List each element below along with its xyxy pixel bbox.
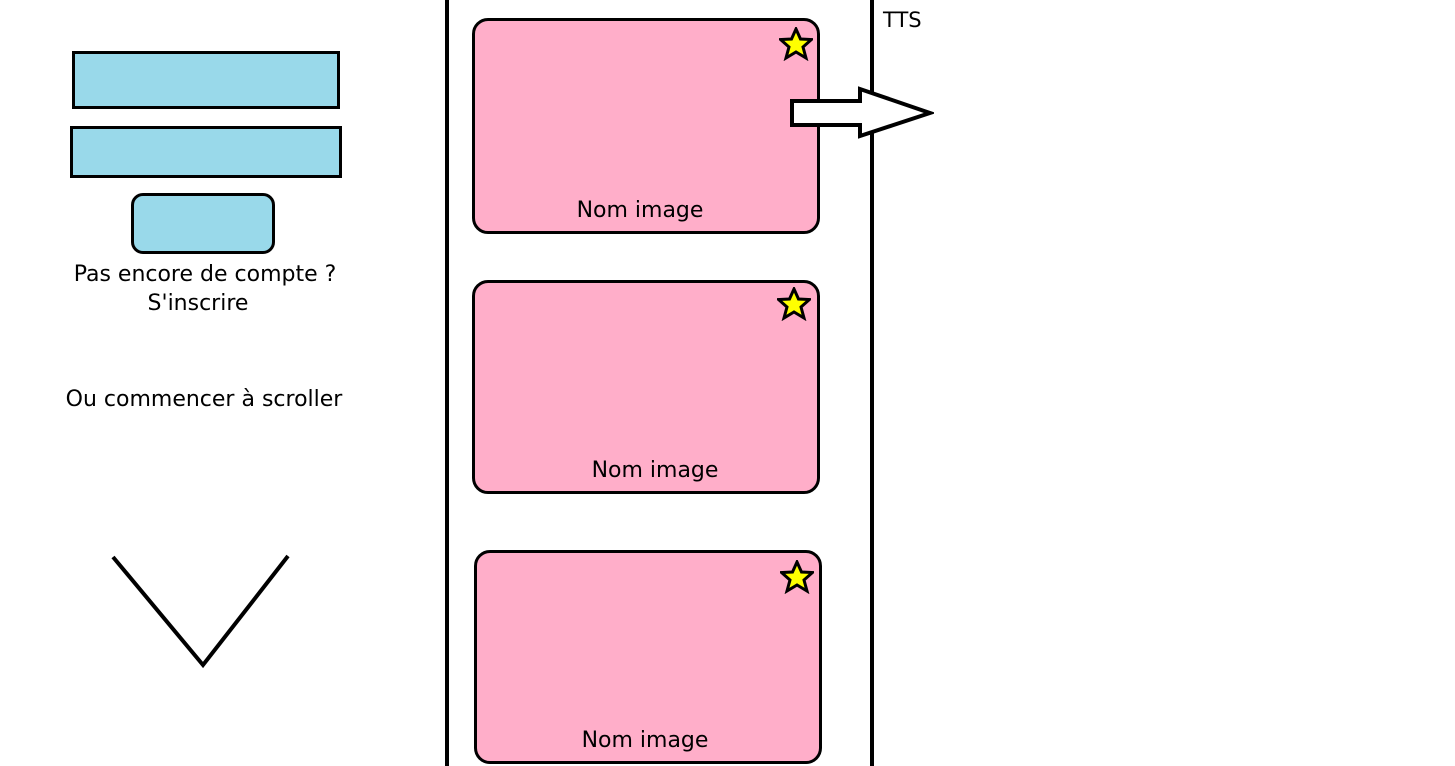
image-name: Nom image: [581, 728, 709, 753]
right-divider: [870, 0, 874, 766]
login-button[interactable]: [131, 193, 275, 254]
image-card[interactable]: Nom image: [472, 18, 820, 234]
image-card[interactable]: Nom image: [472, 280, 820, 494]
arrow-right-icon[interactable]: [788, 86, 934, 140]
signup-link[interactable]: S'inscrire: [147, 291, 249, 316]
image-name: Nom image: [591, 458, 719, 483]
star-icon[interactable]: [780, 560, 814, 594]
star-icon[interactable]: [777, 287, 811, 321]
star-icon[interactable]: [779, 27, 813, 61]
password-field[interactable]: [70, 126, 342, 178]
chevron-down-icon[interactable]: [108, 550, 294, 672]
image-card[interactable]: Nom image: [474, 550, 822, 764]
signup-prompt: Pas encore de compte ?: [73, 262, 337, 287]
scroll-hint: Ou commencer à scroller: [65, 387, 343, 412]
image-name: Nom image: [576, 198, 704, 223]
tts-label: TTS: [883, 8, 922, 32]
left-divider: [445, 0, 449, 766]
username-field[interactable]: [72, 51, 340, 109]
